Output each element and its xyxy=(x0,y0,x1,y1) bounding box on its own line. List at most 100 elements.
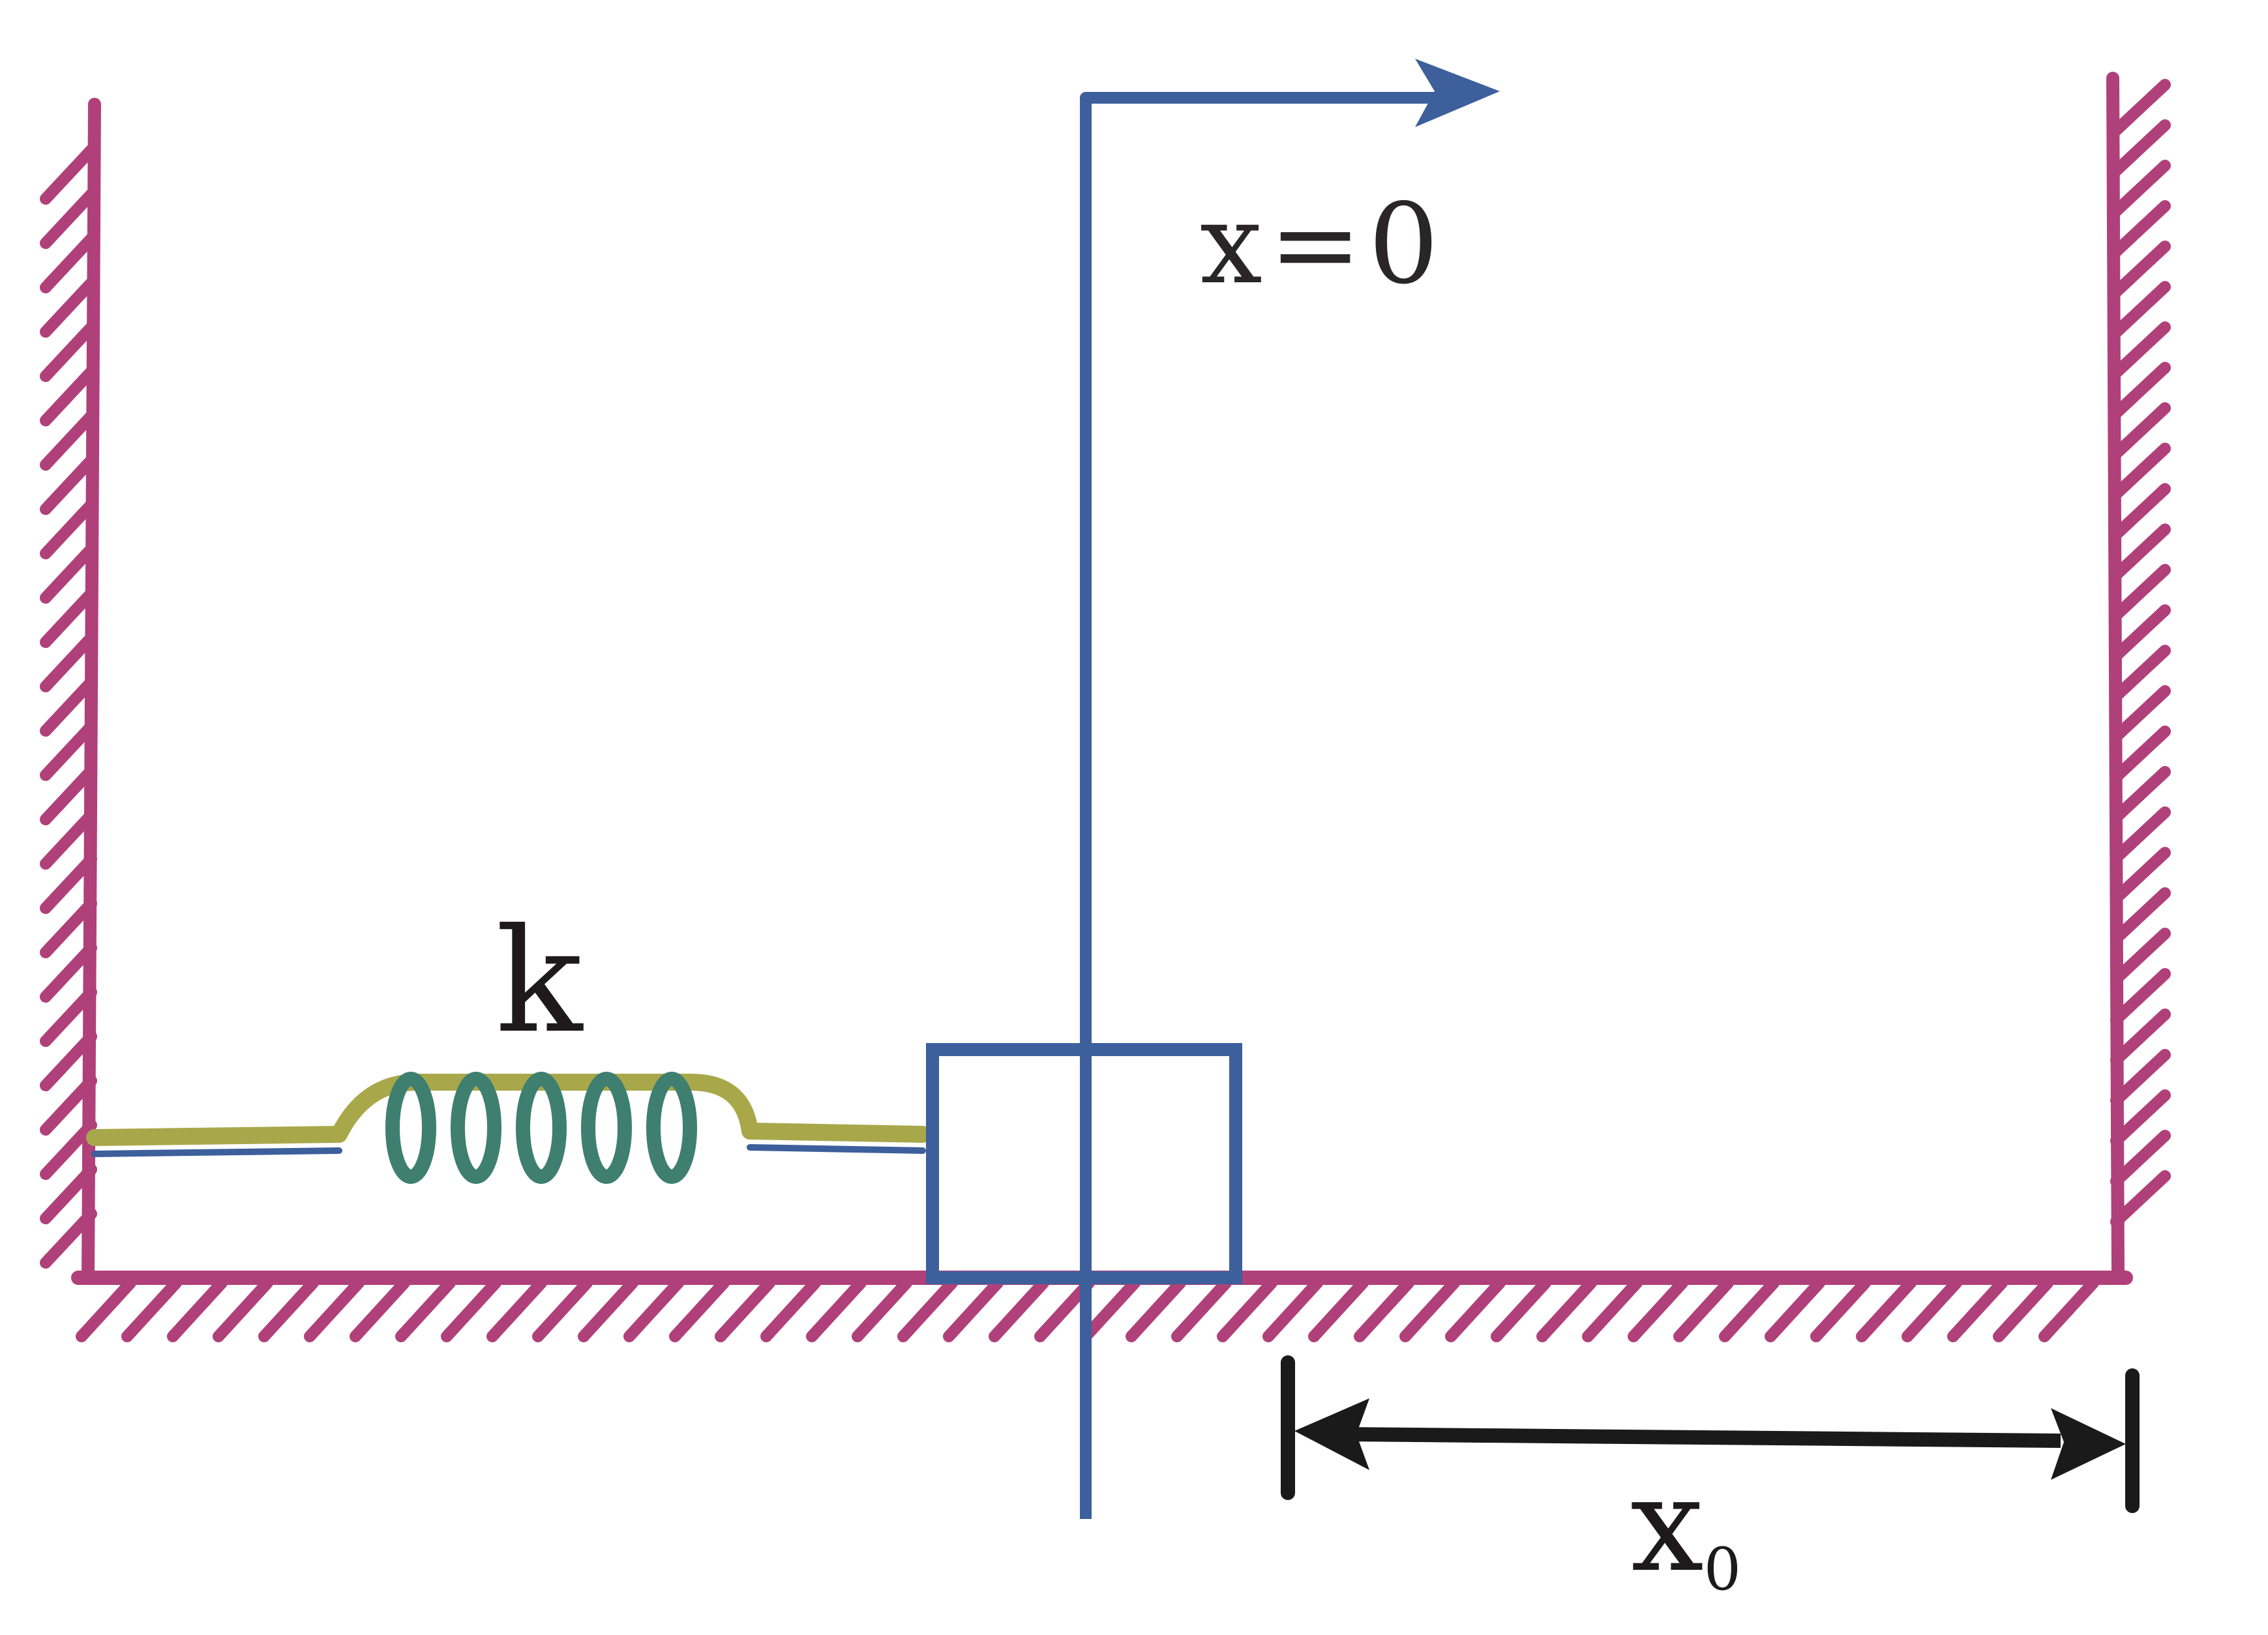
spring-coil xyxy=(516,1072,567,1184)
hatch-mark xyxy=(760,1277,821,1342)
hatch-mark xyxy=(1354,1277,1414,1342)
dimension-arrow xyxy=(1281,1355,2140,1513)
distance-symbol: x xyxy=(1630,1449,1704,1601)
hatch-mark xyxy=(1947,1277,2008,1342)
hatch-mark xyxy=(40,188,97,249)
hatch-mark xyxy=(40,1208,97,1269)
spring-coil xyxy=(646,1072,697,1184)
distance-label: x0 xyxy=(1630,1460,1741,1599)
hatch-mark xyxy=(2110,443,2171,500)
hatch-mark xyxy=(578,1277,638,1342)
hatch-mark xyxy=(1719,1277,1780,1342)
hatch-mark xyxy=(897,1277,958,1342)
hatch-mark xyxy=(40,942,97,1003)
hatch-mark xyxy=(1217,1277,1277,1342)
hatch-mark xyxy=(2110,887,2171,945)
hatch-mark xyxy=(1262,1277,1323,1342)
hatch-mark xyxy=(1810,1277,1871,1342)
hatch-mark xyxy=(1308,1277,1369,1342)
hatch-mark xyxy=(2110,968,2171,1025)
hatch-mark xyxy=(1582,1277,1643,1342)
hatch-mark xyxy=(532,1277,593,1342)
hatch-mark xyxy=(40,499,97,559)
hatch-mark xyxy=(40,366,97,426)
hatch-mark xyxy=(1080,1277,1141,1342)
hatch-mark xyxy=(40,587,97,648)
hatch-mark xyxy=(2110,281,2171,338)
hatch-mark xyxy=(1491,1277,1551,1342)
hatch-mark xyxy=(1628,1277,1688,1342)
hatch-mark xyxy=(40,986,97,1047)
hatch-mark xyxy=(1536,1277,1597,1342)
hatch-mark xyxy=(2110,321,2171,379)
hatch-mark xyxy=(40,632,97,692)
left-wall xyxy=(40,98,101,1284)
hatch-mark xyxy=(2110,1130,2171,1187)
hatch-mark xyxy=(441,1277,501,1342)
right-wall xyxy=(2106,72,2171,1278)
left-arrowhead-icon xyxy=(1294,1398,1369,1470)
hatch-mark xyxy=(2110,564,2171,621)
hatch-mark xyxy=(1399,1277,1460,1342)
hatch-mark xyxy=(40,277,97,338)
hatch-mark xyxy=(1902,1277,1962,1342)
hatch-mark xyxy=(40,720,97,781)
spring-constant-label: k xyxy=(496,898,583,1065)
hatch-mark xyxy=(40,233,97,293)
hatch-mark xyxy=(1171,1277,1232,1342)
hatch-mark xyxy=(1126,1277,1186,1342)
hatch-mark xyxy=(852,1277,912,1342)
hatch-mark xyxy=(40,1031,97,1091)
block xyxy=(926,1043,1242,1284)
hatch-mark xyxy=(40,898,97,958)
hatch-mark xyxy=(40,1119,97,1180)
hatch-mark xyxy=(2110,1170,2171,1228)
hatch-mark xyxy=(1856,1277,1917,1342)
hatch-mark xyxy=(1993,1277,2053,1342)
hatch-mark xyxy=(806,1277,867,1342)
hatch-mark xyxy=(2110,483,2171,540)
hatch-mark xyxy=(2110,645,2171,702)
hatch-mark xyxy=(2110,79,2171,136)
hatch-mark xyxy=(2110,362,2171,419)
distance-subscript: 0 xyxy=(1703,1535,1742,1604)
floor xyxy=(71,1271,2133,1342)
hatch-mark xyxy=(213,1277,273,1342)
hatch-mark xyxy=(2110,766,2171,823)
hatch-mark xyxy=(2110,604,2171,662)
hatch-mark xyxy=(2110,847,2171,904)
hatch-mark xyxy=(2110,726,2171,783)
hatch-mark xyxy=(2110,806,2171,864)
hatch-mark xyxy=(2110,928,2171,985)
hatch-mark xyxy=(40,676,97,737)
hatch-mark xyxy=(2110,685,2171,743)
hatch-mark xyxy=(395,1277,456,1342)
hatch-mark xyxy=(40,1164,97,1224)
hatch-mark xyxy=(40,1075,97,1136)
hatch-mark xyxy=(2110,402,2171,460)
hatch-mark xyxy=(167,1277,228,1342)
hatch-mark xyxy=(76,1277,136,1342)
hatch-mark xyxy=(40,321,97,382)
hatch-mark xyxy=(1765,1277,1825,1342)
hatch-mark xyxy=(1445,1277,1506,1342)
hatch-mark xyxy=(2110,241,2171,298)
hatch-mark xyxy=(623,1277,684,1342)
right-arrowhead-icon xyxy=(2051,1408,2126,1480)
axis-arrowhead-icon xyxy=(1415,59,1500,127)
hatch-mark xyxy=(350,1277,410,1342)
hatch-mark xyxy=(258,1277,319,1342)
hatch-mark xyxy=(40,765,97,825)
hatch-mark xyxy=(669,1277,730,1342)
hatch-mark xyxy=(40,410,97,471)
hatch-mark xyxy=(943,1277,1004,1342)
hatch-mark xyxy=(2110,1009,2171,1066)
origin-label: x=0 xyxy=(1200,180,1446,309)
hatch-mark xyxy=(40,144,97,205)
spring-coil xyxy=(385,1072,436,1184)
hatch-mark xyxy=(40,809,97,870)
hatch-mark xyxy=(40,853,97,914)
spring-coil xyxy=(451,1072,501,1184)
hatch-mark xyxy=(40,454,97,515)
